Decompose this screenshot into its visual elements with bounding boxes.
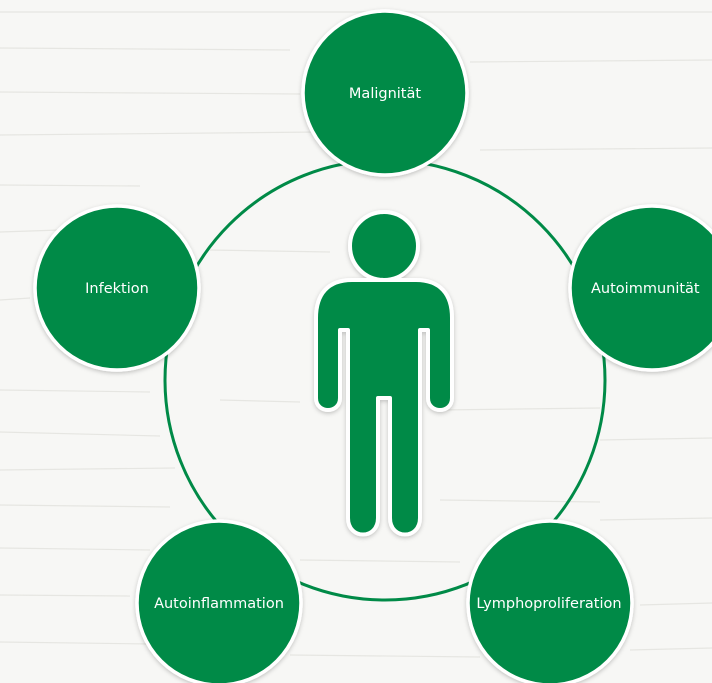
node-infektion-circle [33, 204, 201, 372]
node-infektion-label: Infektion [85, 281, 149, 297]
person-icon [314, 210, 454, 537]
node-autoinflammation: Autoinflammation [135, 519, 303, 683]
node-infektion: Infektion [33, 204, 201, 372]
node-malignitaet-circle [301, 9, 469, 177]
node-lymphoproliferation: Lymphoproliferation [466, 519, 634, 683]
node-autoinflammation-circle [135, 519, 303, 683]
node-lymphoproliferation-label: Lymphoproliferation [476, 596, 621, 612]
node-autoimmunitaet: Autoimmunität [568, 204, 712, 372]
node-lymphoproliferation-circle [466, 519, 634, 683]
node-autoinflammation-label: Autoinflammation [154, 596, 284, 612]
node-malignitaet: Malignität [301, 9, 469, 177]
node-malignitaet-label: Malignität [349, 86, 421, 102]
wood-texture [0, 11, 712, 658]
node-autoimmunitaet-label: Autoimmunität [591, 281, 700, 297]
node-autoimmunitaet-circle [568, 204, 712, 372]
